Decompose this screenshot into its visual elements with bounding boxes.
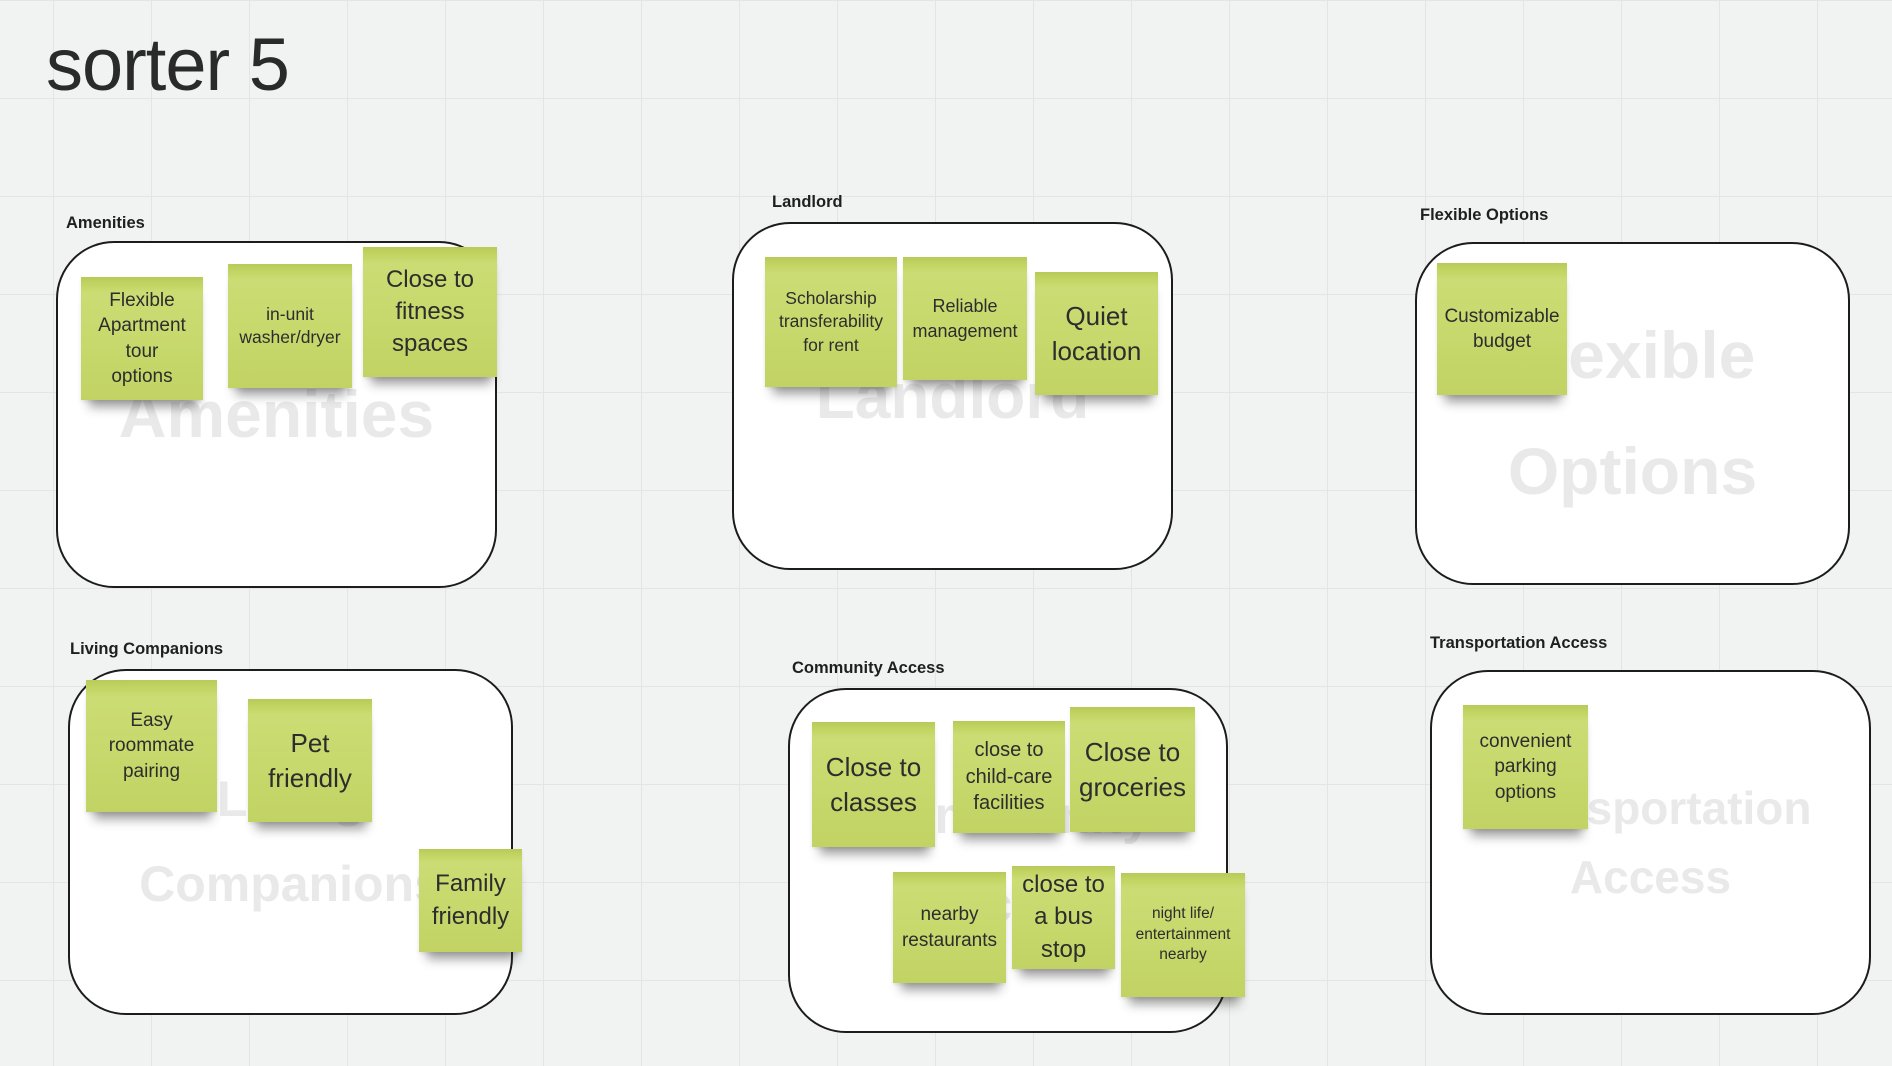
group-label-living-companions[interactable]: Living Companions [70, 640, 224, 658]
note-line: close to [1022, 871, 1105, 899]
note-line: close to [974, 738, 1044, 761]
note-line: in-unit [266, 303, 314, 324]
note-line: fitness [395, 297, 465, 325]
note-line: Close to [385, 265, 475, 293]
note-line: friendly [431, 902, 510, 930]
sticky-note[interactable]: close to a bus stop [1012, 866, 1115, 969]
note-line: groceries [1079, 771, 1186, 802]
note-line: convenient [1479, 730, 1572, 752]
watermark-line: Options [1507, 433, 1758, 508]
note-line: child-care [965, 765, 1053, 788]
note-line: pairing [122, 760, 181, 782]
note-line: Pet [290, 727, 330, 758]
note-line: a bus [1034, 903, 1093, 931]
note-line: roommate [108, 735, 195, 757]
sticky-note[interactable]: convenient parking options [1463, 705, 1588, 829]
note-line: Scholarship [785, 287, 877, 308]
note-line: Easy [130, 709, 173, 731]
note-line: management [912, 320, 1018, 341]
note-line: nearby [920, 904, 979, 926]
note-line: facilities [973, 792, 1045, 815]
sticky-note[interactable]: nearby restaurants [893, 872, 1006, 983]
sticky-note[interactable]: night life/entertainment nearby [1121, 873, 1245, 997]
note-line: spaces [391, 330, 469, 358]
sticky-note[interactable]: Quiet location [1035, 272, 1158, 395]
note-line: Quiet [1065, 300, 1128, 331]
sticky-note[interactable]: close to child-care facilities [953, 721, 1065, 833]
note-line: Apartment [98, 315, 186, 337]
note-line: Reliable [932, 296, 998, 317]
note-line: night life/ [1151, 904, 1215, 922]
group-label-flexible-options[interactable]: Flexible Options [1420, 206, 1549, 224]
note-line: restaurants [901, 929, 998, 951]
note-line: location [1051, 335, 1142, 366]
sticky-note[interactable]: Customizable budget [1437, 263, 1567, 395]
sticky-note[interactable]: Reliable management [903, 257, 1027, 380]
note-line: parking [1494, 756, 1557, 778]
group-label-community-access[interactable]: Community Access [792, 659, 945, 677]
sticky-note[interactable]: in-unit washer/dryer [228, 264, 352, 388]
sticky-note[interactable]: Easy roommate pairing [86, 680, 217, 812]
note-line: budget [1472, 331, 1532, 352]
note-line: options [1494, 781, 1557, 803]
watermark-line: Access [1569, 850, 1732, 903]
note-line: tour [125, 340, 159, 362]
note-line: transferability [778, 311, 884, 332]
note-line: friendly [268, 762, 352, 793]
note-line: stop [1040, 935, 1087, 963]
note-line: entertainment [1135, 925, 1231, 943]
group-label-amenities[interactable]: Amenities [66, 214, 145, 232]
note-line: Customizable [1444, 305, 1560, 327]
note-line: for rent [803, 334, 859, 355]
group-label-landlord[interactable]: Landlord [772, 193, 843, 211]
note-line: Close to [1084, 736, 1181, 767]
sticky-note[interactable]: Close to groceries [1070, 707, 1195, 832]
sticky-note[interactable]: Pet friendly [248, 699, 372, 822]
note-line: classes [830, 786, 917, 817]
note-line: Flexible [109, 289, 175, 311]
note-line: nearby [1159, 946, 1207, 964]
watermark-line: Companions [139, 856, 442, 912]
sticky-note[interactable]: Close to fitness spaces [363, 247, 497, 377]
note-line: options [111, 365, 173, 387]
sticky-note[interactable]: Close to classes [812, 722, 935, 847]
note-line: washer/dryer [239, 327, 341, 347]
note-line: Family [435, 870, 506, 898]
sticky-note[interactable]: Family friendly [419, 849, 522, 952]
board-title[interactable]: sorter 5 [46, 23, 290, 106]
group-label-transportation-access[interactable]: Transportation Access [1430, 634, 1608, 652]
note-line: Close to [825, 751, 922, 782]
